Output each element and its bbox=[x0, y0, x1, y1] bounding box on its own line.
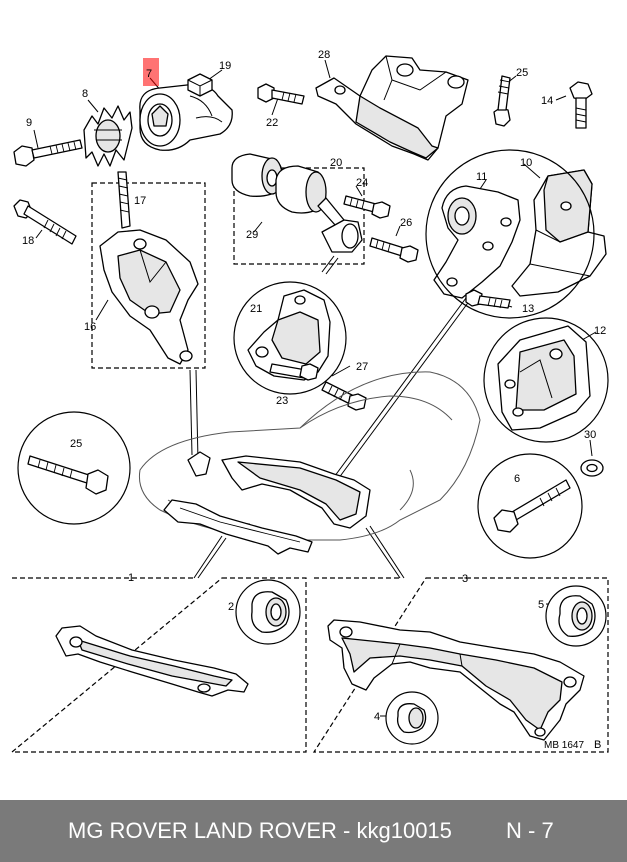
callout-16: 16 bbox=[84, 321, 96, 333]
highlight-box bbox=[143, 58, 159, 86]
inset-10-11 bbox=[425, 149, 595, 319]
bolt-23 bbox=[269, 363, 319, 381]
callout-13: 13 bbox=[522, 303, 534, 315]
inset-12 bbox=[483, 317, 609, 443]
bolt-13 bbox=[465, 289, 511, 309]
callout-22: 22 bbox=[266, 117, 278, 129]
callout-1: 1 bbox=[128, 572, 134, 584]
callout-21: 21 bbox=[250, 303, 262, 315]
vehicle-crossmember bbox=[163, 499, 313, 555]
callout-17: 17 bbox=[134, 195, 146, 207]
box-3 bbox=[312, 577, 609, 753]
callout-5: 5 bbox=[538, 599, 544, 611]
inset-25 bbox=[17, 411, 131, 525]
callout-28: 28 bbox=[318, 49, 330, 61]
callout-8: 8 bbox=[82, 88, 88, 100]
callout-18: 18 bbox=[22, 235, 34, 247]
callout-30: 30 bbox=[584, 429, 596, 441]
bolt-25-top bbox=[493, 75, 511, 127]
callout-24: 24 bbox=[356, 177, 368, 189]
bolt-9 bbox=[13, 139, 83, 167]
nut-19 bbox=[187, 73, 213, 97]
box-1 bbox=[10, 577, 307, 753]
callout-9: 9 bbox=[26, 117, 32, 129]
snubber-8 bbox=[83, 105, 133, 167]
vehicle-subframe bbox=[187, 451, 371, 529]
callout-4: 4 bbox=[374, 711, 380, 723]
subframe-3 bbox=[327, 619, 585, 741]
callout-7: 7 bbox=[146, 68, 152, 80]
callout-12: 12 bbox=[594, 325, 606, 337]
callout-19: 19 bbox=[219, 60, 231, 72]
drawing-reference-suffix: B bbox=[594, 739, 601, 751]
callout-29: 29 bbox=[246, 229, 258, 241]
link-20 bbox=[317, 197, 363, 253]
footer-title: MG ROVER LAND ROVER - kkg10015 bbox=[68, 818, 452, 843]
stud-17 bbox=[117, 171, 131, 229]
callout-25-top: 25 bbox=[516, 67, 528, 79]
callout-27: 27 bbox=[356, 361, 368, 373]
inset-6 bbox=[477, 453, 583, 559]
engine-mount-7 bbox=[139, 83, 233, 151]
footer-bar bbox=[0, 800, 627, 862]
callout-14: 14 bbox=[541, 95, 553, 107]
bracket-28 bbox=[315, 55, 469, 161]
callout-26: 26 bbox=[400, 217, 412, 229]
bush-2 bbox=[235, 579, 301, 645]
bracket-16 bbox=[99, 229, 199, 365]
bracket-11 bbox=[433, 185, 521, 299]
bracket-10 bbox=[511, 169, 607, 297]
bushes-29 bbox=[231, 153, 327, 214]
callout-3: 3 bbox=[462, 573, 468, 585]
callout-20: 20 bbox=[330, 157, 342, 169]
bolt-24 bbox=[343, 195, 391, 219]
bracket-12 bbox=[497, 325, 591, 431]
drawing-reference: MB 1647 bbox=[544, 740, 584, 751]
bolt-14 bbox=[569, 81, 593, 129]
callout-6: 6 bbox=[514, 473, 520, 485]
washer-30 bbox=[580, 459, 604, 477]
bush-4 bbox=[385, 691, 439, 745]
crossmember-1 bbox=[55, 625, 249, 697]
bolt-22 bbox=[257, 83, 305, 105]
bush-5 bbox=[545, 585, 607, 647]
inset-21 bbox=[233, 281, 347, 395]
box-16 bbox=[91, 182, 206, 369]
parts-diagram: 7 19 8 9 22 28 25 14 17 18 16 20 24 26 2… bbox=[10, 49, 609, 753]
callout-25-left: 25 bbox=[70, 438, 82, 450]
callout-labels: 7 19 8 9 22 28 25 14 17 18 16 20 24 26 2… bbox=[22, 49, 606, 723]
bolt-26 bbox=[369, 237, 419, 263]
callout-2: 2 bbox=[228, 601, 234, 613]
callout-23: 23 bbox=[276, 395, 288, 407]
group-boxes bbox=[10, 167, 609, 753]
bolt-18 bbox=[13, 199, 77, 245]
callout-11: 11 bbox=[476, 171, 487, 183]
callout-10: 10 bbox=[520, 157, 532, 169]
footer-page-number: N - 7 bbox=[506, 818, 554, 843]
